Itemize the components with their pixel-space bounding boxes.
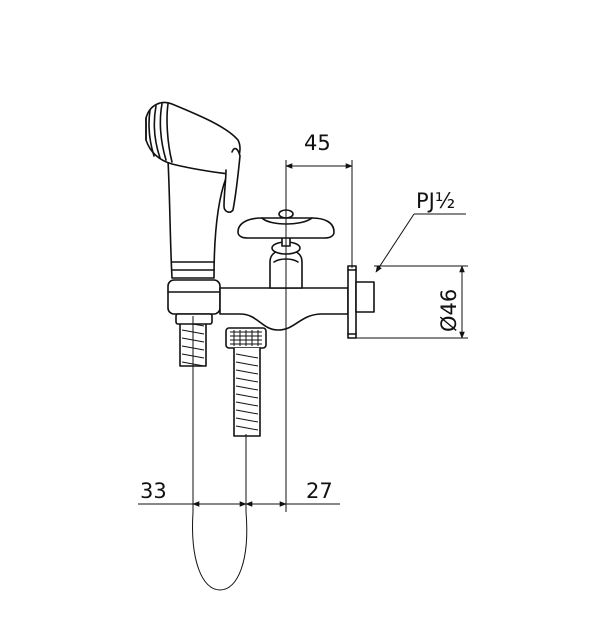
dimension-lines [138, 160, 468, 591]
dim-bottom-left: 33 [140, 479, 167, 503]
dim-top-width: 45 [304, 131, 331, 155]
dim-flange-diameter: Ø46 [437, 289, 461, 332]
thread-label: PJ½ [416, 189, 455, 213]
dim-bottom-right: 27 [306, 479, 333, 503]
hand-shower [145, 101, 241, 279]
